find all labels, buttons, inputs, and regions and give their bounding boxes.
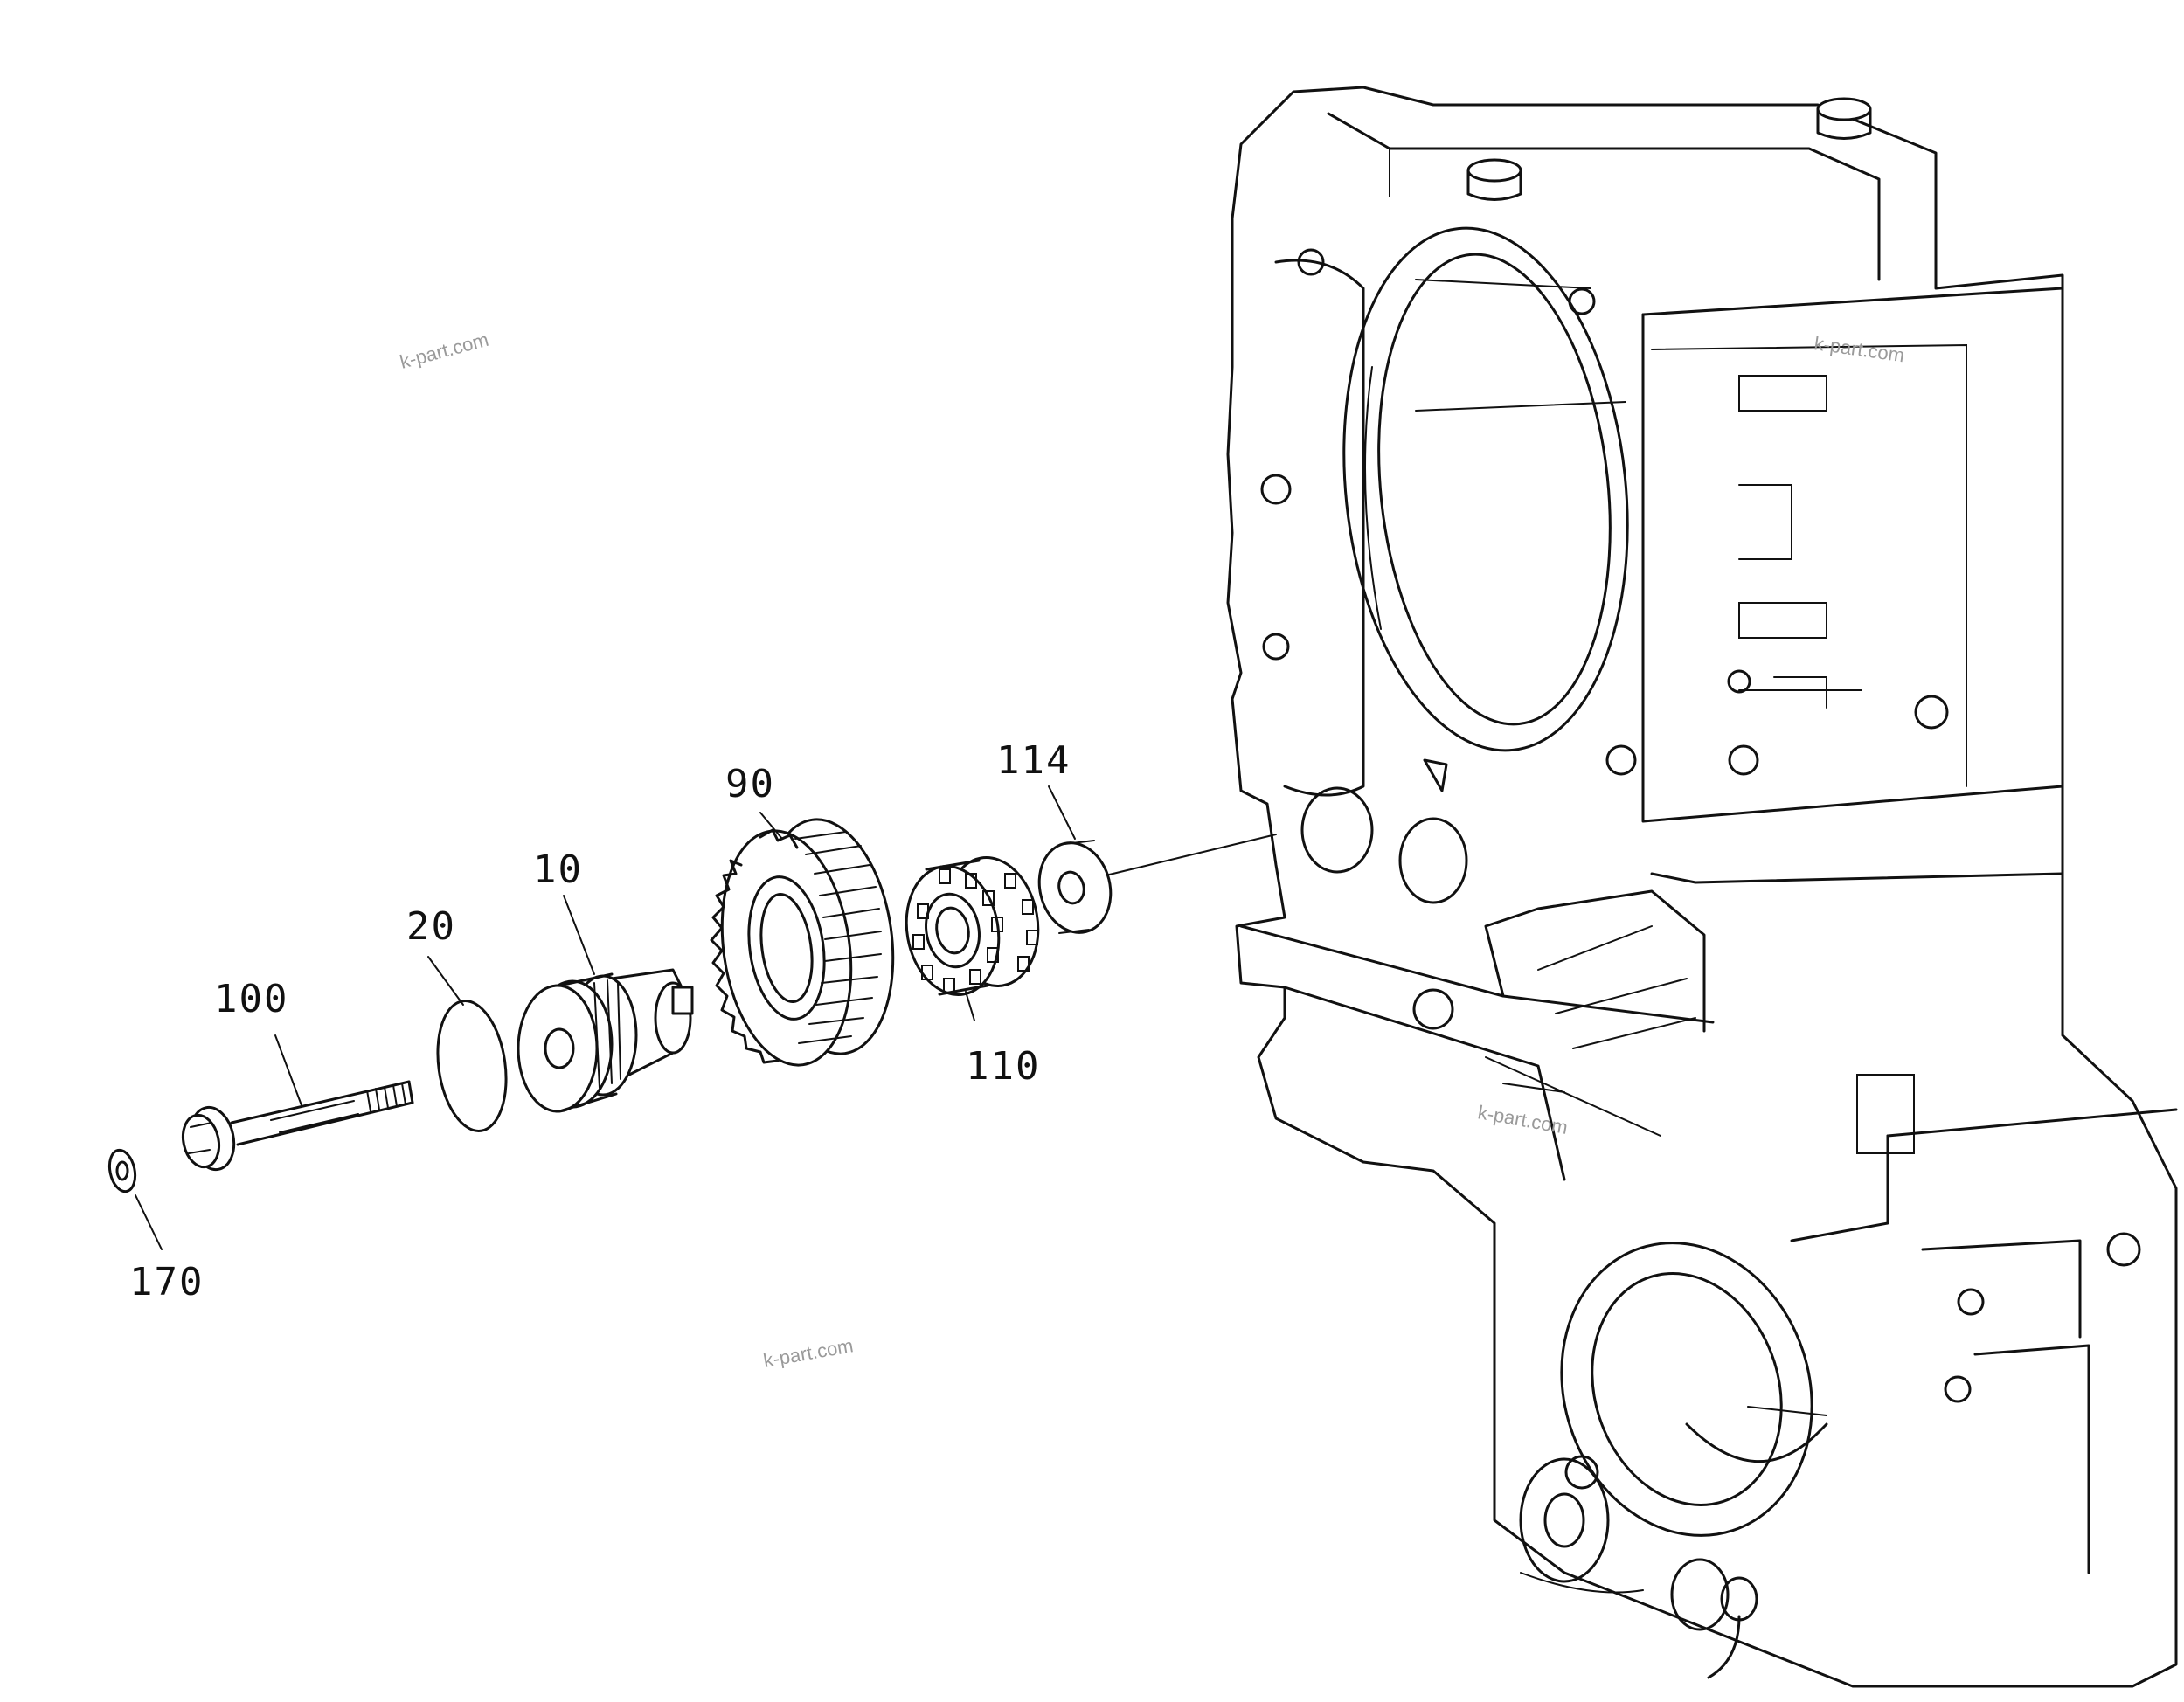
watermark-text: k-part.com	[762, 1334, 856, 1372]
callout-170: 170	[129, 1260, 204, 1304]
callout-110: 110	[966, 1044, 1040, 1089]
part-20-oring	[436, 1000, 508, 1132]
transmission-housing	[1226, 86, 2178, 1688]
part-10-hub	[517, 968, 694, 1113]
assembly-axis-line	[1105, 834, 1277, 876]
watermark-text: k-part.com	[1813, 332, 1905, 366]
part-100-bolt	[181, 1080, 414, 1172]
callout-100: 100	[214, 977, 288, 1021]
part-110-bearing	[905, 856, 1040, 996]
part-90-gear	[710, 818, 895, 1067]
watermark-text: k-part.com	[1476, 1101, 1570, 1138]
leader-lines	[135, 785, 1076, 1250]
callout-10: 10	[533, 848, 583, 892]
callout-20: 20	[406, 904, 456, 949]
callout-90: 90	[725, 762, 775, 806]
part-114-washer	[1037, 840, 1113, 934]
part-170-nut	[107, 1148, 137, 1193]
watermark-text: k-part.com	[398, 329, 491, 373]
callout-114: 114	[996, 738, 1071, 783]
